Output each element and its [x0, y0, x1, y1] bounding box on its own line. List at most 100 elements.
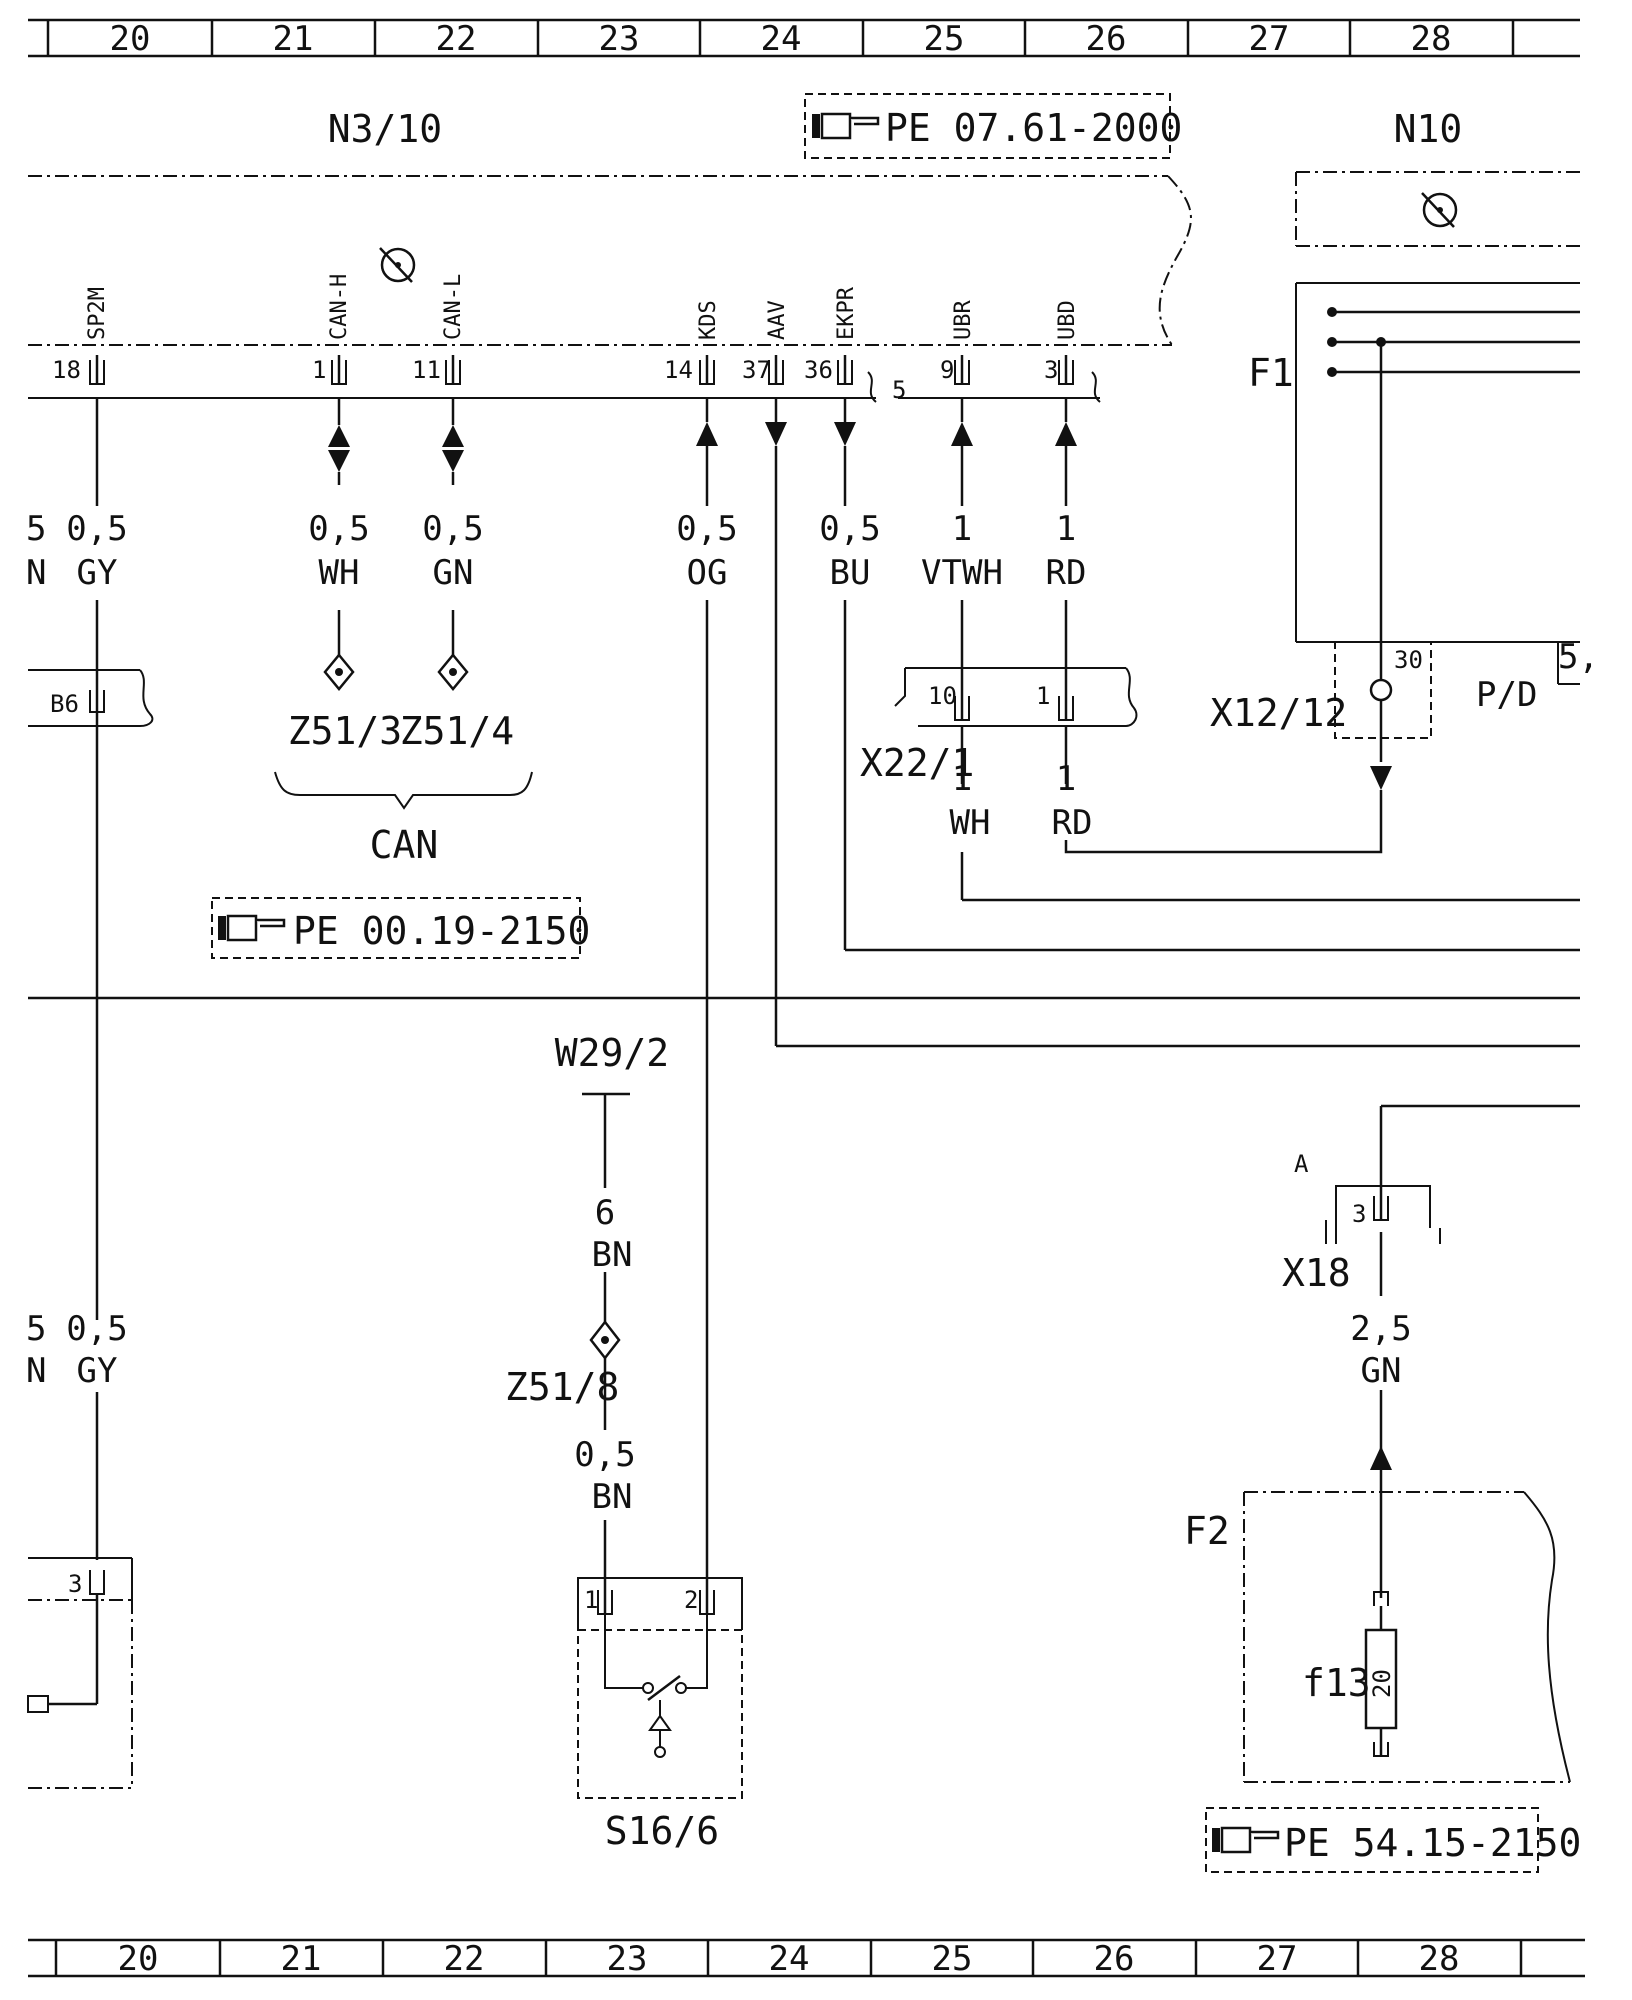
- can-brace: [274, 771, 533, 810]
- pin-14: 14: [664, 356, 693, 384]
- component-n3-10-label: N3/10: [328, 107, 442, 151]
- connector-x18-label: X18: [1282, 1251, 1351, 1295]
- wire-sp2m-size: 0,5: [66, 509, 127, 549]
- grid-col-22: 22: [436, 19, 477, 59]
- wire-x22-ubd-color: RD: [1052, 803, 1093, 843]
- wire-ekpr-size: 0,5: [819, 509, 880, 549]
- n3-10-housing: [28, 175, 1192, 399]
- signal-aav: AAV: [765, 300, 790, 340]
- splice-z51-8-icon: [589, 1319, 621, 1392]
- wire-ubr-size: 1: [952, 509, 972, 549]
- ref-box-fuse: PE 54.15-2150: [1205, 1807, 1581, 1873]
- pin-11: 11: [412, 356, 441, 384]
- pin-x22-10: 10: [928, 682, 957, 710]
- wire-can-h: [328, 398, 350, 655]
- connector-x12-12: [1334, 641, 1432, 790]
- switch-s16-6-label: S16/6: [605, 1809, 719, 1853]
- wire-can-h-color: WH: [319, 553, 360, 593]
- signal-sp2m: SP2M: [85, 287, 110, 340]
- lower-left-unit: [27, 1557, 133, 1789]
- grid-col-28-bottom: 28: [1419, 1939, 1460, 1979]
- grid-col-27-bottom: 27: [1257, 1939, 1298, 1979]
- ground-symbol-icon: [379, 247, 416, 283]
- connector-pins-n3-10: [89, 355, 1101, 403]
- wire-x18: [1370, 1104, 1580, 1598]
- f2-housing: [1243, 1491, 1571, 1783]
- can-group-label: CAN: [370, 823, 439, 867]
- grid-col-21: 21: [273, 19, 314, 59]
- grid-col-21-bottom: 21: [281, 1939, 322, 1979]
- wire-ekpr: [834, 398, 1580, 952]
- wire-sp2m-color: GY: [77, 553, 118, 593]
- wire-w29-color: BN: [592, 1235, 633, 1275]
- wire-x22-ubr-color: WH: [950, 803, 991, 843]
- ground-symbol-n10-icon: [1421, 192, 1458, 228]
- ref-pe-07-61: PE 07.61-2000: [885, 106, 1182, 150]
- wire-ekpr-color: BU: [830, 553, 871, 593]
- wire-can-h-size: 0,5: [308, 509, 369, 549]
- signal-can-h: CAN-H: [327, 274, 352, 340]
- pin-37: 37: [742, 356, 771, 384]
- grid-col-26: 26: [1086, 19, 1127, 59]
- wire-x22-ubr-size: 1: [952, 759, 972, 799]
- wire-ubr: [951, 398, 1580, 902]
- n10-housing: [1295, 171, 1580, 247]
- wire-ubd-size: 1: [1056, 509, 1076, 549]
- grid-col-23: 23: [599, 19, 640, 59]
- pointing-hand-icon: [1212, 1826, 1280, 1854]
- wire-aav: [765, 398, 1580, 1048]
- pin-1: 1: [312, 356, 326, 384]
- ref-box-can: PE 00.19-2150: [211, 897, 590, 959]
- component-n10-label: N10: [1394, 107, 1463, 151]
- connector-b6-label: B6: [50, 690, 79, 718]
- component-f2-label: F2: [1184, 1509, 1230, 1553]
- signal-can-l: CAN-L: [441, 274, 466, 340]
- fuse-f13-icon: [1364, 1591, 1398, 1757]
- grid-ruler-bottom: 20 21 22 23 24 25 26 27 28: [28, 1938, 1585, 1979]
- fuse-f13-label: f13: [1302, 1661, 1371, 1705]
- pin-x12-30: 30: [1394, 646, 1423, 674]
- ground-w29-2-label: W29/2: [555, 1031, 669, 1075]
- wire-w29-size: 6: [595, 1193, 615, 1233]
- left-edge-wire-color-bottom: N: [26, 1351, 46, 1391]
- connector-x22-1-label: X22/1: [860, 741, 974, 785]
- connector-x12-12-label: X12/12: [1210, 691, 1347, 735]
- grid-col-27: 27: [1249, 19, 1290, 59]
- wire-ubd: [1055, 398, 1383, 854]
- ref-pe-54-15: PE 54.15-2150: [1284, 1821, 1581, 1865]
- pin-x18-3: 3: [1352, 1200, 1366, 1228]
- f1-box: [1295, 282, 1580, 680]
- left-edge-wire-size-top: 5: [26, 509, 46, 549]
- pin-18: 18: [52, 356, 81, 384]
- pd-pin-partial: 5,: [1558, 637, 1599, 677]
- fuse-rating: 20: [1368, 1669, 1396, 1698]
- grid-col-25-bottom: 25: [932, 1939, 973, 1979]
- splice-z51-4-label: Z51/4: [400, 709, 514, 753]
- wire-x18-color: GN: [1361, 1351, 1402, 1391]
- grid-col-28: 28: [1411, 19, 1452, 59]
- wire-ubr-color: VTWH: [921, 553, 1003, 593]
- wire-kds: [696, 398, 718, 1578]
- wire-can-l: [442, 398, 464, 655]
- grid-col-26-bottom: 26: [1094, 1939, 1135, 1979]
- grid-col-22-bottom: 22: [444, 1939, 485, 1979]
- left-edge-wire-color-top: N: [26, 553, 46, 593]
- left-edge-wire-size-bottom: 5: [26, 1309, 46, 1349]
- grid-col-24-bottom: 24: [769, 1939, 810, 1979]
- pin-left-3: 3: [68, 1570, 82, 1598]
- signal-ubd: UBD: [1055, 300, 1080, 340]
- wire-z51-8-size: 0,5: [574, 1435, 635, 1475]
- wire-w29-2: [582, 1092, 630, 1578]
- component-f1-label: F1: [1248, 351, 1294, 395]
- switch-s16-6: [577, 1577, 743, 1799]
- signal-ekpr: EKPR: [834, 286, 859, 340]
- wire-lower-gy-size: 0,5: [66, 1309, 127, 1349]
- pin-3: 3: [1044, 356, 1058, 384]
- connector-x22-1: [894, 667, 1138, 772]
- pin-x22-1: 1: [1036, 682, 1050, 710]
- grid-ruler-top: 20 21 22 23 24 25 26 27 28: [28, 18, 1580, 59]
- grid-col-23-bottom: 23: [607, 1939, 648, 1979]
- splice-z51-4-icon: [437, 653, 469, 691]
- wire-x22-ubd-size: 1: [1056, 759, 1076, 799]
